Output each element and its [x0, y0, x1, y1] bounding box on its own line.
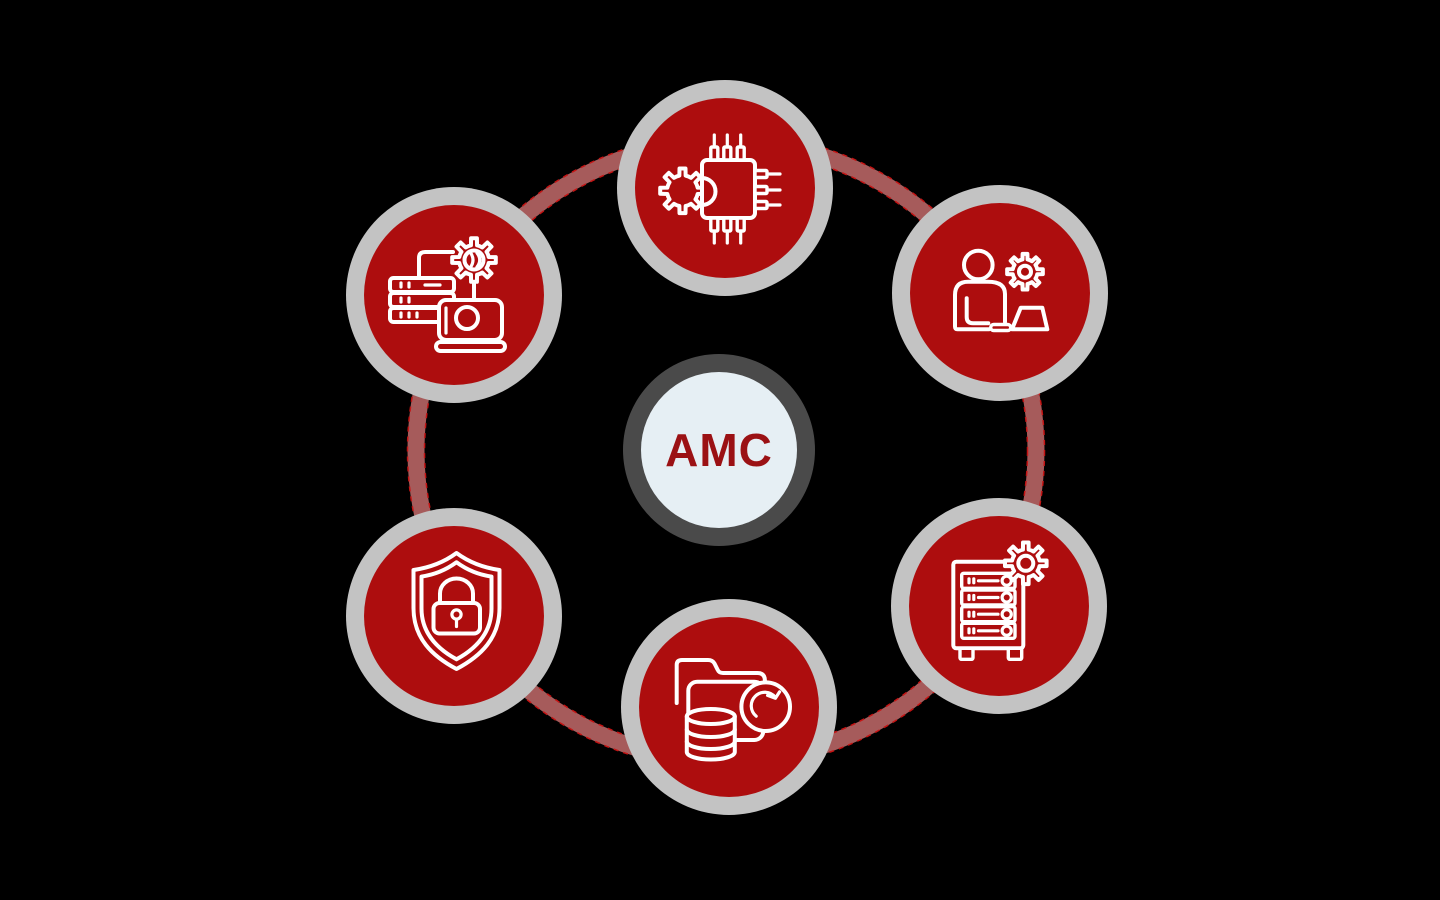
- rack-foot-right: [1006, 646, 1024, 662]
- folder-database-sync-icon: [674, 658, 792, 762]
- folder-back: [674, 658, 767, 705]
- technician-laptop-gear-icon: [953, 248, 1050, 333]
- gear-hub-arc: [700, 176, 718, 207]
- node-left: [346, 508, 562, 724]
- keyboard: [989, 322, 1013, 333]
- hub-label: AMC: [665, 424, 773, 476]
- sync-icon: [739, 680, 792, 733]
- person-body: [953, 279, 1007, 332]
- gear-hub: [1016, 553, 1036, 573]
- gear-icon: [1002, 540, 1049, 587]
- center-hub: AMC: [623, 354, 815, 546]
- cpu-chip-body: [700, 158, 757, 220]
- server-rack-gear-icon: [951, 540, 1049, 662]
- hub-circle: [641, 372, 797, 528]
- server-storage-gear-icon: [388, 236, 507, 353]
- cpu-chip-gear-icon: [658, 133, 782, 245]
- rack-rows: [960, 571, 1017, 641]
- database-icon: [684, 707, 737, 762]
- node-top: [617, 80, 833, 296]
- gear-icon: [1005, 251, 1045, 292]
- node-right: [891, 498, 1107, 714]
- storage-drive-icon: [434, 298, 507, 353]
- connector-line: [417, 250, 455, 280]
- node-top-right: [892, 185, 1108, 401]
- person-head: [962, 248, 995, 282]
- person-arm: [964, 296, 991, 326]
- ball-seams: [468, 250, 482, 270]
- laptop-icon: [1010, 305, 1050, 332]
- shield-outer: [411, 551, 502, 671]
- gear-hub: [1017, 263, 1033, 280]
- shield-lock-icon: [411, 551, 502, 671]
- gear-icon: [658, 166, 707, 216]
- node-top-left: [346, 187, 562, 403]
- node-circle: [910, 203, 1090, 383]
- shield-inner: [419, 560, 494, 662]
- rack-foot-left: [958, 646, 975, 662]
- lock-shackle: [438, 576, 475, 605]
- node-bottom: [621, 599, 837, 815]
